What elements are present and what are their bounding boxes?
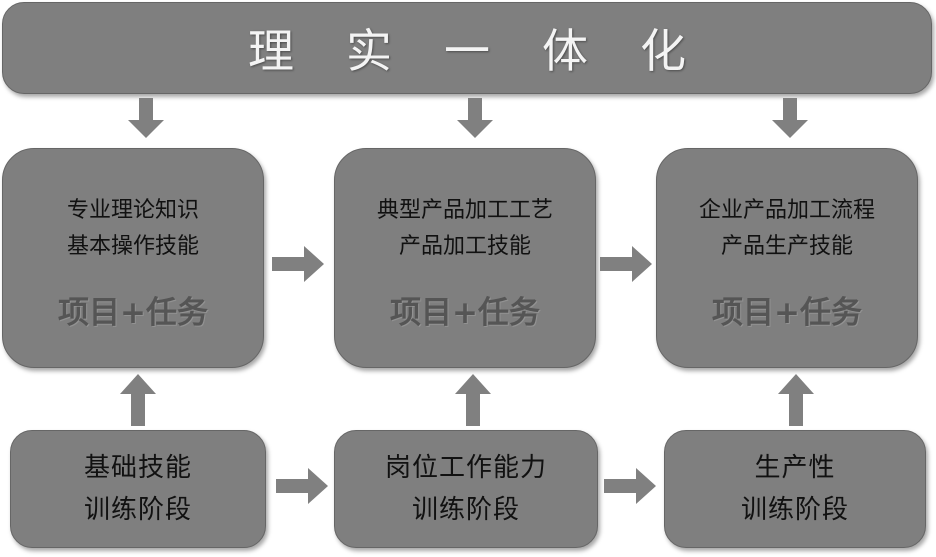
arrow-right-stage-2	[600, 246, 652, 282]
integration-banner: 理实一体化	[2, 2, 932, 94]
arrow-right-phase-1	[276, 468, 328, 504]
stage-1-line-2: 基本操作技能	[66, 234, 199, 259]
arrow-down-2	[457, 98, 493, 138]
arrow-down-1	[128, 98, 164, 138]
stage-1-line-1: 专业理论知识	[66, 198, 199, 223]
stage-box-3: 企业产品加工流程 产品生产技能 项目+任务	[656, 148, 918, 368]
phase-1-line-2: 训练阶段	[83, 495, 192, 525]
stage-box-1: 专业理论知识 基本操作技能 项目+任务	[2, 148, 264, 368]
phase-2-line-1: 岗位工作能力	[384, 453, 547, 483]
arrow-up-2	[455, 374, 491, 426]
stage-3-line-1: 企业产品加工流程	[698, 198, 875, 223]
stage-3-task: 项目+任务	[712, 295, 862, 331]
stage-2-line-1: 典型产品加工工艺	[376, 198, 553, 223]
stage-3-line-2: 产品生产技能	[720, 234, 853, 259]
stage-box-2: 典型产品加工工艺 产品加工技能 项目+任务	[334, 148, 596, 368]
phase-box-2: 岗位工作能力 训练阶段	[334, 430, 598, 548]
phase-1-line-1: 基础技能	[83, 453, 192, 483]
banner-title: 理实一体化	[248, 24, 738, 78]
phase-3-line-2: 训练阶段	[740, 495, 849, 525]
arrow-down-3	[772, 98, 808, 138]
stage-1-task: 项目+任务	[58, 295, 208, 331]
stage-2-task: 项目+任务	[390, 295, 540, 331]
phase-box-1: 基础技能 训练阶段	[10, 430, 266, 548]
arrow-up-3	[778, 374, 814, 426]
phase-box-3: 生产性 训练阶段	[664, 430, 926, 548]
stage-2-line-2: 产品加工技能	[398, 234, 531, 259]
phase-2-line-2: 训练阶段	[411, 495, 520, 525]
arrow-right-phase-2	[604, 468, 656, 504]
phase-3-line-1: 生产性	[754, 453, 836, 483]
arrow-up-1	[120, 374, 156, 426]
arrow-right-stage-1	[272, 246, 324, 282]
